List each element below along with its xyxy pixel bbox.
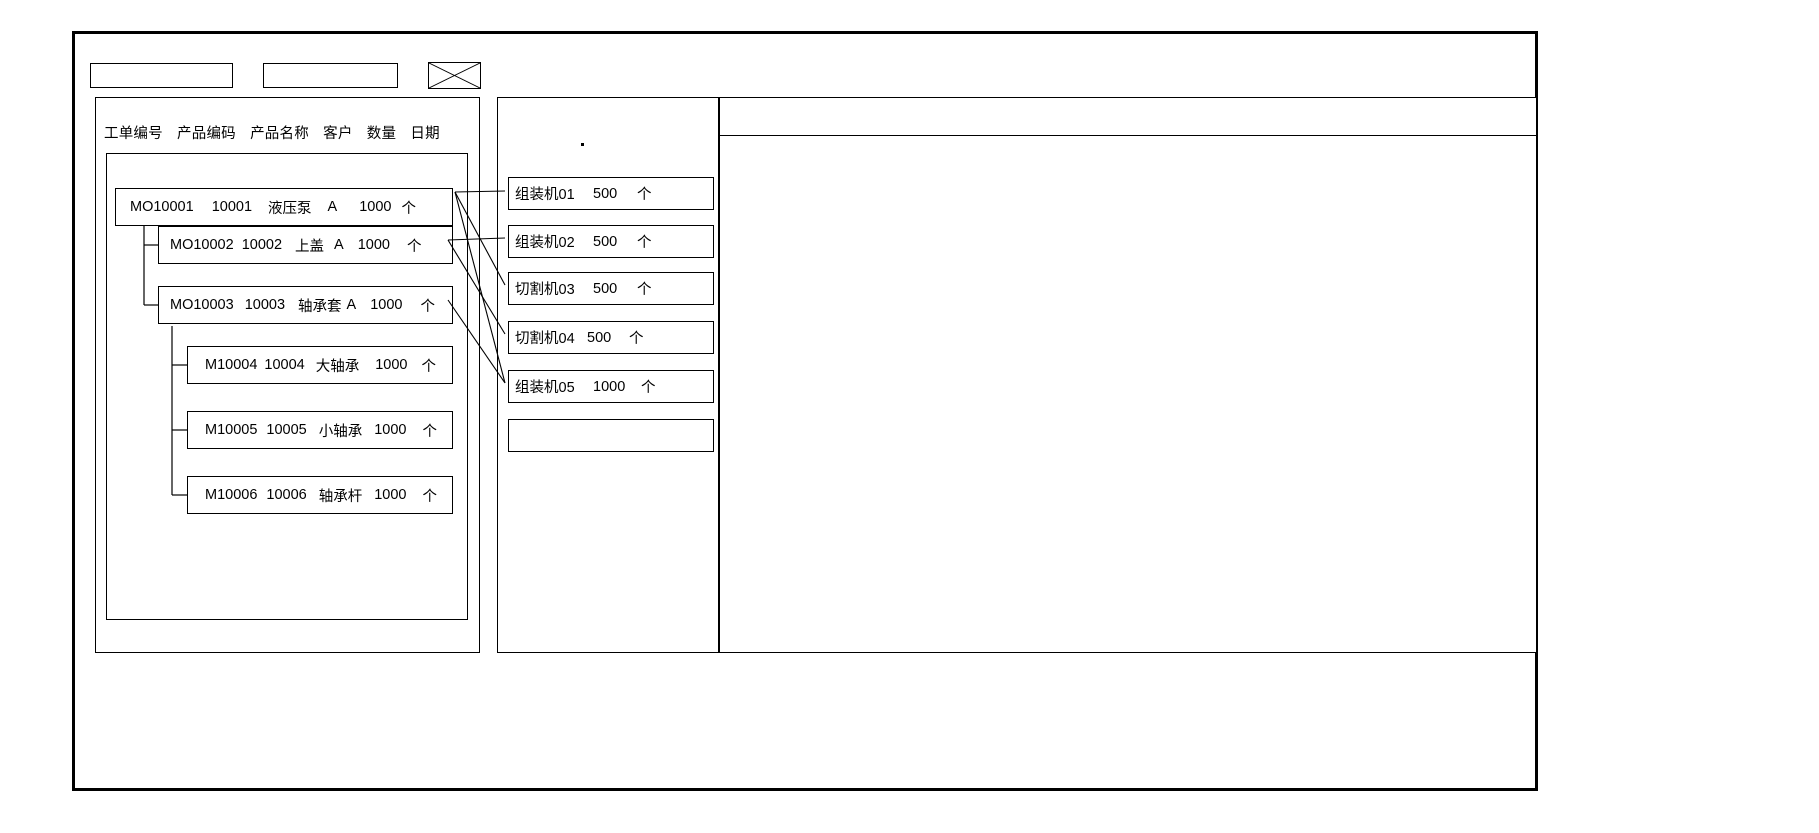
tree-node-mo10003[interactable]: MO10003 10003 轴承套 A 1000 个 [158, 286, 453, 324]
tree-node-order-no: MO10002 [170, 237, 234, 253]
tree-node-customer: A [327, 199, 338, 215]
tree-node-qty: 1000 [357, 237, 390, 253]
machine-row-5[interactable]: 组装机05 1000 个 [508, 370, 714, 403]
tree-node-order-no: M10006 [205, 487, 258, 503]
tree-node-order-no: M10005 [205, 422, 258, 438]
machine-name: 组装机02 [515, 235, 575, 251]
toolbar-field-2[interactable] [263, 62, 398, 88]
toolbar-field-1[interactable] [90, 62, 233, 88]
tree-node-unit: 个 [401, 200, 416, 217]
machine-qty: 500 [587, 329, 612, 346]
tree-node-product-name: 轴承杆 [318, 488, 363, 505]
tree-node-unit: 个 [422, 423, 438, 440]
tree-node-unit: 个 [421, 358, 437, 375]
tree-node-qty: 1000 [359, 199, 392, 215]
tree-node-qty: 1000 [370, 297, 403, 313]
column-header-customer: 客户 [323, 126, 353, 142]
machine-unit: 个 [637, 187, 652, 203]
tree-node-product-code: 10006 [266, 487, 307, 503]
tree-node-product-name: 小轴承 [318, 423, 363, 440]
tree-node-product-name: 轴承套 [298, 298, 342, 315]
tree-node-order-no: M10004 [205, 357, 258, 373]
column-header-product-name: 产品名称 [250, 126, 309, 142]
tree-node-unit: 个 [422, 488, 438, 505]
tree-node-product-code: 10005 [266, 422, 307, 438]
tree-node-qty: 1000 [374, 487, 407, 503]
tree-node-order-no: MO10001 [130, 199, 194, 215]
machine-name: 组装机01 [515, 187, 575, 203]
tree-node-product-name: 大轴承 [315, 358, 360, 375]
detail-panel [719, 97, 1537, 653]
toolbar [90, 61, 481, 89]
tree-node-m10006[interactable]: M10006 10006 轴承杆 1000 个 [187, 476, 453, 514]
tree-node-m10004[interactable]: M10004 10004 大轴承 1000 个 [187, 346, 453, 384]
machine-unit: 个 [641, 380, 656, 396]
detail-panel-divider [720, 135, 1536, 136]
tree-node-order-no: MO10003 [170, 297, 234, 313]
tree-node-qty: 1000 [374, 422, 407, 438]
machine-qty: 500 [593, 280, 618, 297]
tree-node-product-code: 10001 [211, 199, 253, 215]
work-order-panel: 工单编号 产品编码 产品名称 客户 数量 日期 MO10001 [95, 97, 480, 653]
machine-row-3[interactable]: 切割机03 500 个 [508, 272, 714, 305]
column-header-date: 日期 [410, 126, 440, 142]
column-header-row: 工单编号 产品编码 产品名称 客户 数量 日期 [104, 122, 440, 143]
machine-allocation-panel: 组装机01 500 个 组装机02 500 个 切割机03 500 个 切割机0… [497, 97, 719, 653]
machine-unit: 个 [629, 331, 644, 347]
column-header-product-code: 产品编码 [177, 126, 236, 142]
tree-node-customer: A [346, 297, 357, 313]
tree-node-product-code: 10003 [244, 297, 286, 313]
tree-node-m10005[interactable]: M10005 10005 小轴承 1000 个 [187, 411, 453, 449]
tree-node-product-name: 上盖 [295, 238, 325, 255]
machine-unit: 个 [637, 282, 652, 298]
work-order-tree: MO10001 10001 液压泵 A 1000 个 MO10002 10002… [106, 153, 468, 620]
column-header-order-no: 工单编号 [104, 126, 163, 142]
machine-name: 切割机04 [515, 331, 575, 347]
machine-qty: 1000 [593, 378, 626, 395]
tree-node-product-code: 10004 [264, 357, 305, 373]
machine-qty: 500 [593, 185, 618, 202]
machine-row-1[interactable]: 组装机01 500 个 [508, 177, 714, 210]
machine-name: 切割机03 [515, 282, 575, 298]
tree-node-product-name: 液压泵 [268, 200, 312, 217]
tree-node-mo10001[interactable]: MO10001 10001 液压泵 A 1000 个 [115, 188, 453, 226]
column-header-qty: 数量 [366, 126, 397, 142]
machine-row-6-empty[interactable] [508, 419, 714, 452]
tree-node-product-code: 10002 [241, 237, 283, 253]
machine-qty: 500 [593, 233, 618, 250]
tree-node-mo10002[interactable]: MO10002 10002 上盖 A 1000 个 [158, 226, 453, 264]
machine-row-4[interactable]: 切割机04 500 个 [508, 321, 714, 354]
machine-name: 组装机05 [515, 380, 575, 396]
tree-node-qty: 1000 [375, 357, 408, 373]
machine-unit: 个 [637, 235, 652, 251]
x-box-icon[interactable] [428, 61, 481, 89]
tree-node-customer: A [334, 237, 344, 253]
tree-node-unit: 个 [406, 238, 422, 255]
dot-marker-icon [581, 143, 584, 146]
machine-row-2[interactable]: 组装机02 500 个 [508, 225, 714, 258]
tree-node-unit: 个 [420, 298, 435, 315]
